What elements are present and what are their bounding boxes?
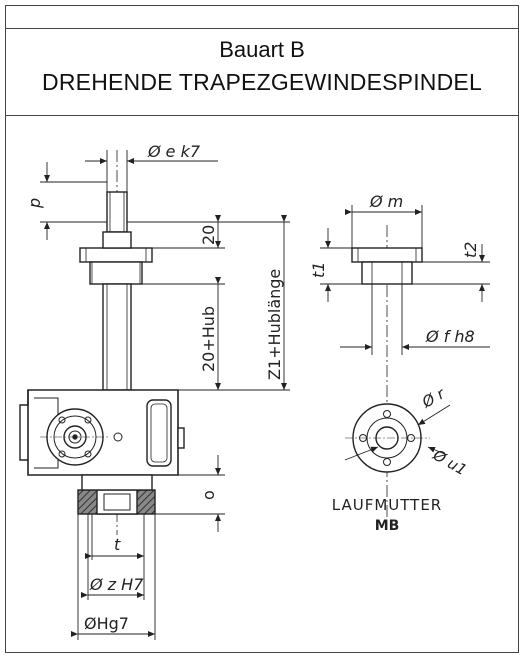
dim-top-20: 20 bbox=[199, 225, 218, 245]
nut-label-name: LAUFMUTTER bbox=[332, 496, 442, 514]
dim-spindle-diameter: Ø e k7 bbox=[147, 142, 201, 161]
dim-t1: t1 bbox=[309, 262, 328, 278]
dimension-lines-left bbox=[40, 150, 290, 640]
jack-front-view bbox=[19, 150, 185, 535]
dim-u1: Ø u1 bbox=[429, 445, 470, 479]
dim-p: p bbox=[25, 198, 44, 209]
dimension-lines-right bbox=[320, 205, 490, 461]
sheet-frame bbox=[5, 5, 519, 653]
dim-t: t bbox=[114, 535, 121, 554]
dim-z-h7: Ø z H7 bbox=[89, 575, 144, 594]
nut-top-view bbox=[345, 403, 430, 473]
nut-side-view bbox=[351, 225, 423, 520]
dim-r: Ø r bbox=[418, 384, 448, 412]
dim-z1-hublaenge: Z1+Hublänge bbox=[265, 269, 284, 380]
title-line-2: DREHENDE TRAPEZGEWINDESPINDEL bbox=[42, 69, 482, 95]
dim-f-h8: Ø f h8 bbox=[425, 327, 475, 346]
dim-m: Ø m bbox=[369, 192, 403, 211]
dim-o: o bbox=[199, 490, 218, 500]
nut-label-code: MB bbox=[375, 518, 400, 534]
dim-t2: t2 bbox=[461, 242, 480, 258]
dim-20-hub: 20+Hub bbox=[199, 306, 218, 372]
title-line-1: Bauart B bbox=[219, 37, 305, 62]
dim-h-g7: ØHg7 bbox=[84, 614, 129, 633]
title-box: Bauart B DREHENDE TRAPEZGEWINDESPINDEL bbox=[5, 28, 519, 116]
